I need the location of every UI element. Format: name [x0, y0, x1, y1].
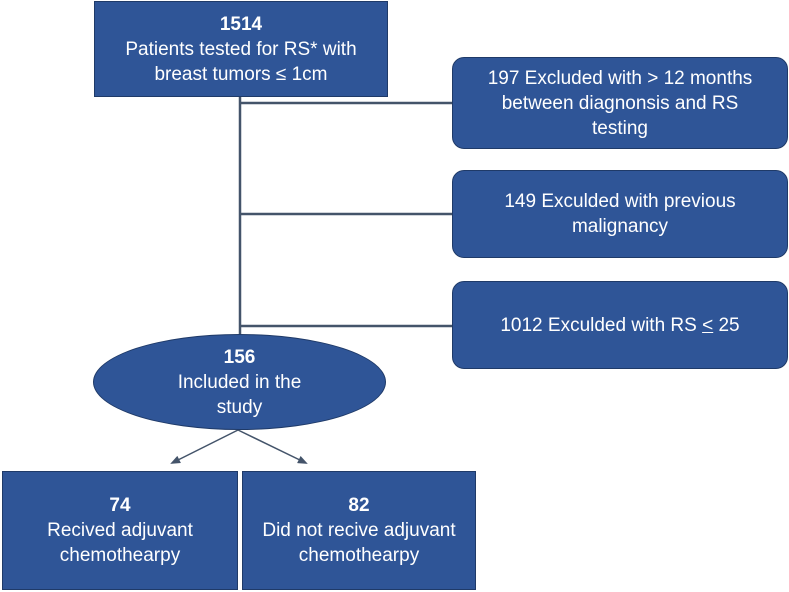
tested-text-line2: breast tumors ≤ 1cm: [154, 63, 328, 85]
excluded-rs-prefix: 1012 Exculded with RS: [500, 314, 703, 336]
tested-patients-box: 1514 Patients tested for RS* with breast…: [94, 1, 388, 97]
arrow-to-received: [170, 429, 239, 464]
tested-count: 1514: [219, 13, 263, 35]
excluded-months-line3: testing: [592, 117, 648, 139]
included-line1: Included in the: [177, 371, 302, 393]
received-chemo-box: 74 Recived adjuvant chemothearpy: [2, 471, 238, 590]
excluded-malignancy-line1: 149 Exculded with previous: [504, 191, 736, 212]
excluded-malignancy-box: 149 Exculded with previous malignancy: [452, 170, 788, 258]
not-received-line1: Did not recive adjuvant: [262, 520, 456, 541]
excluded-months-line2: between diagnonsis and RS: [501, 92, 739, 114]
excluded-rs-text: 1012 Exculded with RS < 25: [500, 313, 739, 338]
received-count: 74: [109, 495, 131, 516]
not-received-chemo-box: 82 Did not recive adjuvant chemothearpy: [242, 471, 476, 590]
not-received-count: 82: [348, 495, 370, 516]
excluded-malignancy-line2: malignancy: [571, 216, 669, 237]
not-received-line2: chemothearpy: [298, 545, 420, 566]
excluded-rs-box: 1012 Exculded with RS < 25: [452, 281, 788, 369]
tested-text-line1: Patients tested for RS* with: [125, 38, 357, 60]
excluded-rs-symbol: <: [702, 314, 714, 336]
received-line2: chemothearpy: [59, 545, 181, 566]
included-study-ellipse: 156 Included in the study: [93, 334, 386, 430]
included-line2: study: [216, 396, 263, 418]
included-count: 156: [223, 346, 256, 368]
received-line1: Recived adjuvant: [47, 520, 193, 541]
excluded-rs-suffix: 25: [713, 314, 740, 336]
excluded-months-line1: 197 Excluded with > 12 months: [487, 67, 753, 89]
arrow-to-not-received: [237, 429, 308, 464]
excluded-months-box: 197 Excluded with > 12 months between di…: [452, 57, 788, 149]
